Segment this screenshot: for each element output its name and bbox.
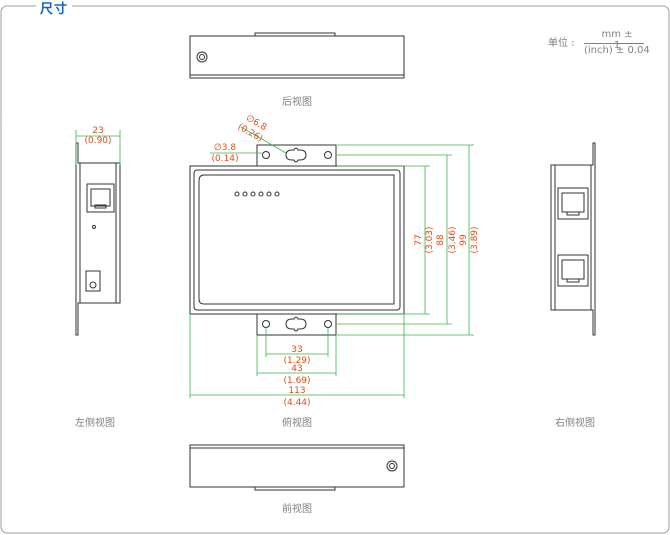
front-view-label: 前视图: [282, 504, 312, 515]
rear-view-drawing: [189, 32, 405, 79]
dim-23-mm: 23: [92, 126, 103, 136]
dim-77-mm: 77: [414, 234, 424, 245]
dim-33-inch: (1.29): [283, 356, 310, 366]
dim-hole-small-mm: ∅3.8: [214, 143, 236, 153]
unit-secondary: (inch) ± 0.04: [584, 45, 650, 56]
dim-77-inch: (3.03): [425, 226, 435, 253]
dim-43-mm: 43: [291, 364, 302, 374]
unit-divider: [584, 43, 644, 44]
left-view-drawing: [75, 142, 121, 336]
dim-99-mm: 99: [459, 234, 469, 246]
unit-primary: mm ± 1: [601, 29, 633, 51]
dimension-lines: [75, 126, 474, 398]
left-view-label: 左侧视图: [75, 418, 115, 429]
page-title: 尺寸: [36, 0, 73, 17]
right-view-label: 右侧视图: [555, 418, 595, 429]
right-view-drawing: [550, 142, 596, 336]
dim-88-mm: 88: [436, 234, 446, 246]
unit-label: 单位 :: [548, 38, 575, 49]
dim-hole-small-inch: (0.14): [211, 154, 238, 164]
top-view-label: 俯视图: [282, 418, 312, 429]
front-view-drawing: [189, 444, 405, 491]
dim-113-mm: 113: [288, 386, 305, 396]
dim-33-mm: 33: [291, 345, 302, 355]
top-view-drawing: [189, 144, 405, 336]
dim-113-inch: (4.44): [283, 398, 310, 408]
unit-note: 单位 :: [548, 34, 575, 49]
dim-88-inch: (3.46): [448, 226, 458, 253]
rear-view-label: 后视图: [282, 97, 312, 108]
dim-99-inch: (3.89): [470, 226, 480, 253]
dim-23-inch: (0.90): [84, 136, 111, 146]
dim-43-inch: (1.69): [283, 376, 310, 386]
